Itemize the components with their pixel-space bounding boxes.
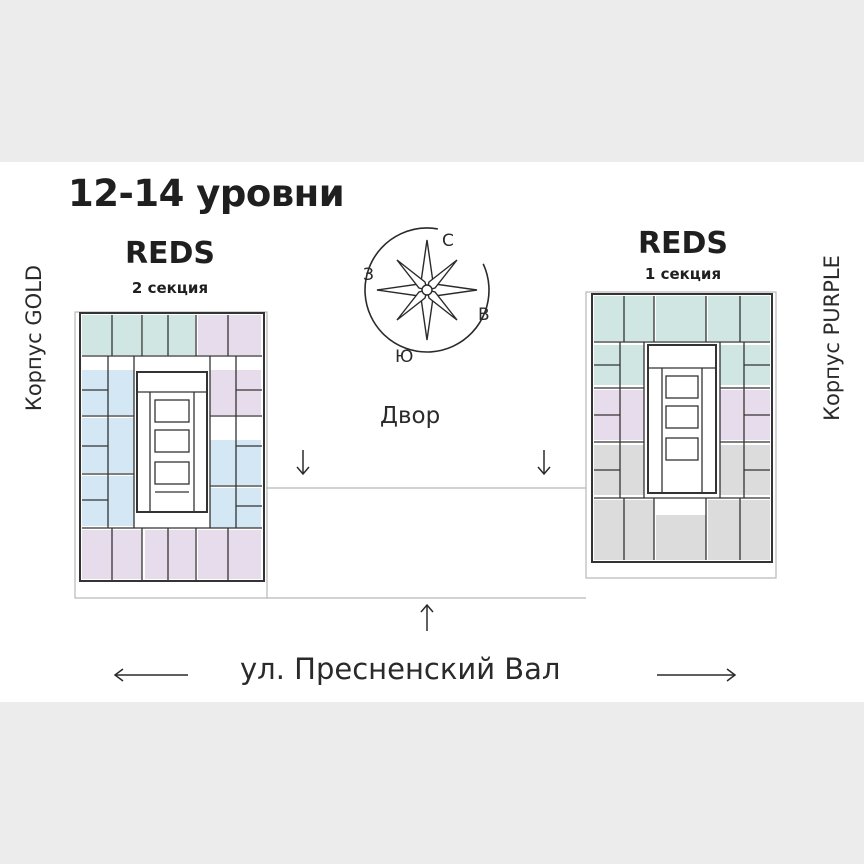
arrow-up-icon: [420, 603, 434, 631]
core: [647, 344, 717, 494]
compass-south: Ю: [395, 347, 413, 367]
arrow-left-icon: [113, 668, 188, 682]
compass-east: В: [478, 305, 490, 325]
arrow-down-icon: [296, 450, 310, 476]
left-building-name: REDS: [124, 236, 216, 271]
unit-zone: [143, 315, 195, 355]
street-label: ул. Пресненский Вал: [240, 652, 561, 686]
arrow-right-icon: [657, 668, 737, 682]
page-title: 12-14 уровни: [68, 172, 345, 215]
unit-zone: [198, 315, 261, 355]
unit-zone: [656, 296, 706, 341]
right-side-label: Корпус PURPLE: [820, 255, 844, 421]
left-building-section: 2 секция: [131, 279, 209, 297]
floor-plan-right: [591, 293, 773, 563]
left-side-label: Корпус GOLD: [22, 264, 46, 412]
compass-rose-icon: [364, 227, 490, 353]
unit-zone: [708, 296, 770, 341]
arrow-down-icon: [537, 450, 551, 476]
unit-zone: [708, 500, 770, 560]
compass-north: С: [442, 231, 454, 251]
floor-plan-left: [79, 312, 265, 582]
core: [136, 371, 208, 513]
right-building-section: 1 секция: [644, 265, 722, 283]
unit-zone: [145, 530, 195, 579]
yard-label: Двор: [380, 403, 441, 429]
unit-zone: [198, 530, 261, 579]
compass-west: З: [363, 265, 374, 285]
unit-zone: [656, 515, 706, 560]
right-building-name: REDS: [637, 226, 729, 261]
